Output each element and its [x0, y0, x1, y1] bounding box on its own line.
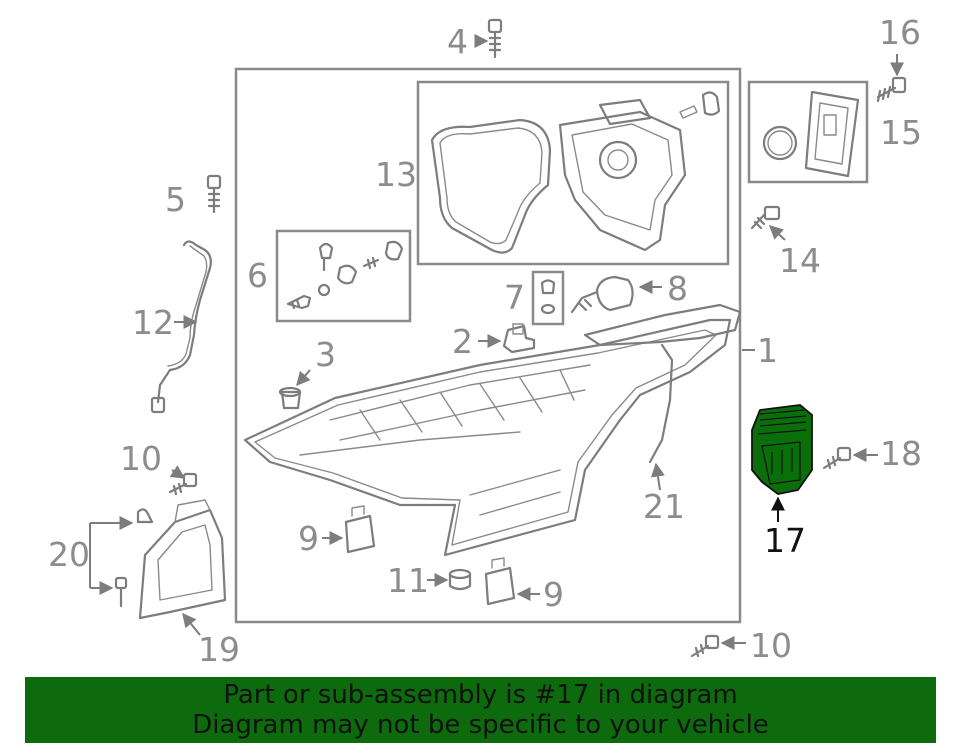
part-9-clip-right — [484, 557, 540, 606]
callout-14: 14 — [779, 241, 821, 280]
banner-line-1: Part or sub-assembly is #17 in diagram — [223, 680, 738, 710]
callout-1: 1 — [757, 331, 778, 370]
part-15-bulb-socket — [762, 90, 860, 178]
part-9-clip-left — [322, 505, 376, 554]
part-16-bolt — [876, 54, 907, 103]
callout-19: 19 — [198, 630, 240, 669]
callout-9-left: 9 — [298, 519, 319, 558]
housing-subassembly-box — [416, 80, 730, 266]
part-5-bolt — [206, 174, 222, 214]
callout-10-upper: 10 — [120, 439, 162, 478]
part-7-clip — [540, 279, 556, 315]
part-11-cap — [427, 568, 472, 591]
callout-3: 3 — [315, 335, 336, 374]
callout-6: 6 — [247, 256, 268, 295]
part-13-housing — [430, 91, 721, 254]
callout-2: 2 — [452, 322, 473, 361]
callout-5: 5 — [165, 180, 186, 219]
callout-17: 17 — [764, 521, 806, 560]
callout-4: 4 — [447, 22, 468, 61]
part-12-harness — [150, 240, 212, 414]
callout-13: 13 — [375, 155, 417, 194]
callout-16: 16 — [879, 13, 921, 52]
hardware-kit-box — [275, 229, 412, 323]
callout-18: 18 — [880, 434, 922, 473]
part-6-hardware — [286, 240, 404, 310]
callout-11: 11 — [387, 561, 429, 600]
part-3-grommet — [278, 369, 311, 410]
callout-15: 15 — [880, 113, 922, 152]
part-21-seal — [648, 343, 674, 491]
bulb-socket-box — [747, 80, 869, 184]
part-14-bolt — [750, 205, 786, 241]
callout-9-right: 9 — [543, 575, 564, 614]
part-10-bolt-lower — [690, 634, 746, 658]
part-18-bolt — [822, 446, 878, 470]
clip-kit-box — [531, 270, 565, 326]
part-1-headlamp — [243, 303, 742, 557]
callout-21: 21 — [643, 487, 685, 526]
notice-banner: Part or sub-assembly is #17 in diagram D… — [25, 677, 936, 743]
banner-line-2: Diagram may not be specific to your vehi… — [192, 710, 769, 740]
callout-12: 12 — [132, 303, 174, 342]
callout-10-lower: 10 — [750, 626, 792, 665]
part-10-bolt-upper — [168, 465, 198, 496]
part-2-bracket — [478, 323, 536, 354]
callout-8: 8 — [667, 269, 688, 308]
part-17-control-module — [751, 404, 813, 522]
part-4-bolt — [474, 18, 503, 59]
callout-7: 7 — [504, 278, 525, 317]
part-20-fasteners — [89, 508, 154, 608]
main-assembly-frame — [234, 67, 742, 624]
part-19-bracket — [138, 499, 227, 636]
callout-20: 20 — [48, 535, 90, 574]
part-8-actuator — [570, 275, 662, 314]
